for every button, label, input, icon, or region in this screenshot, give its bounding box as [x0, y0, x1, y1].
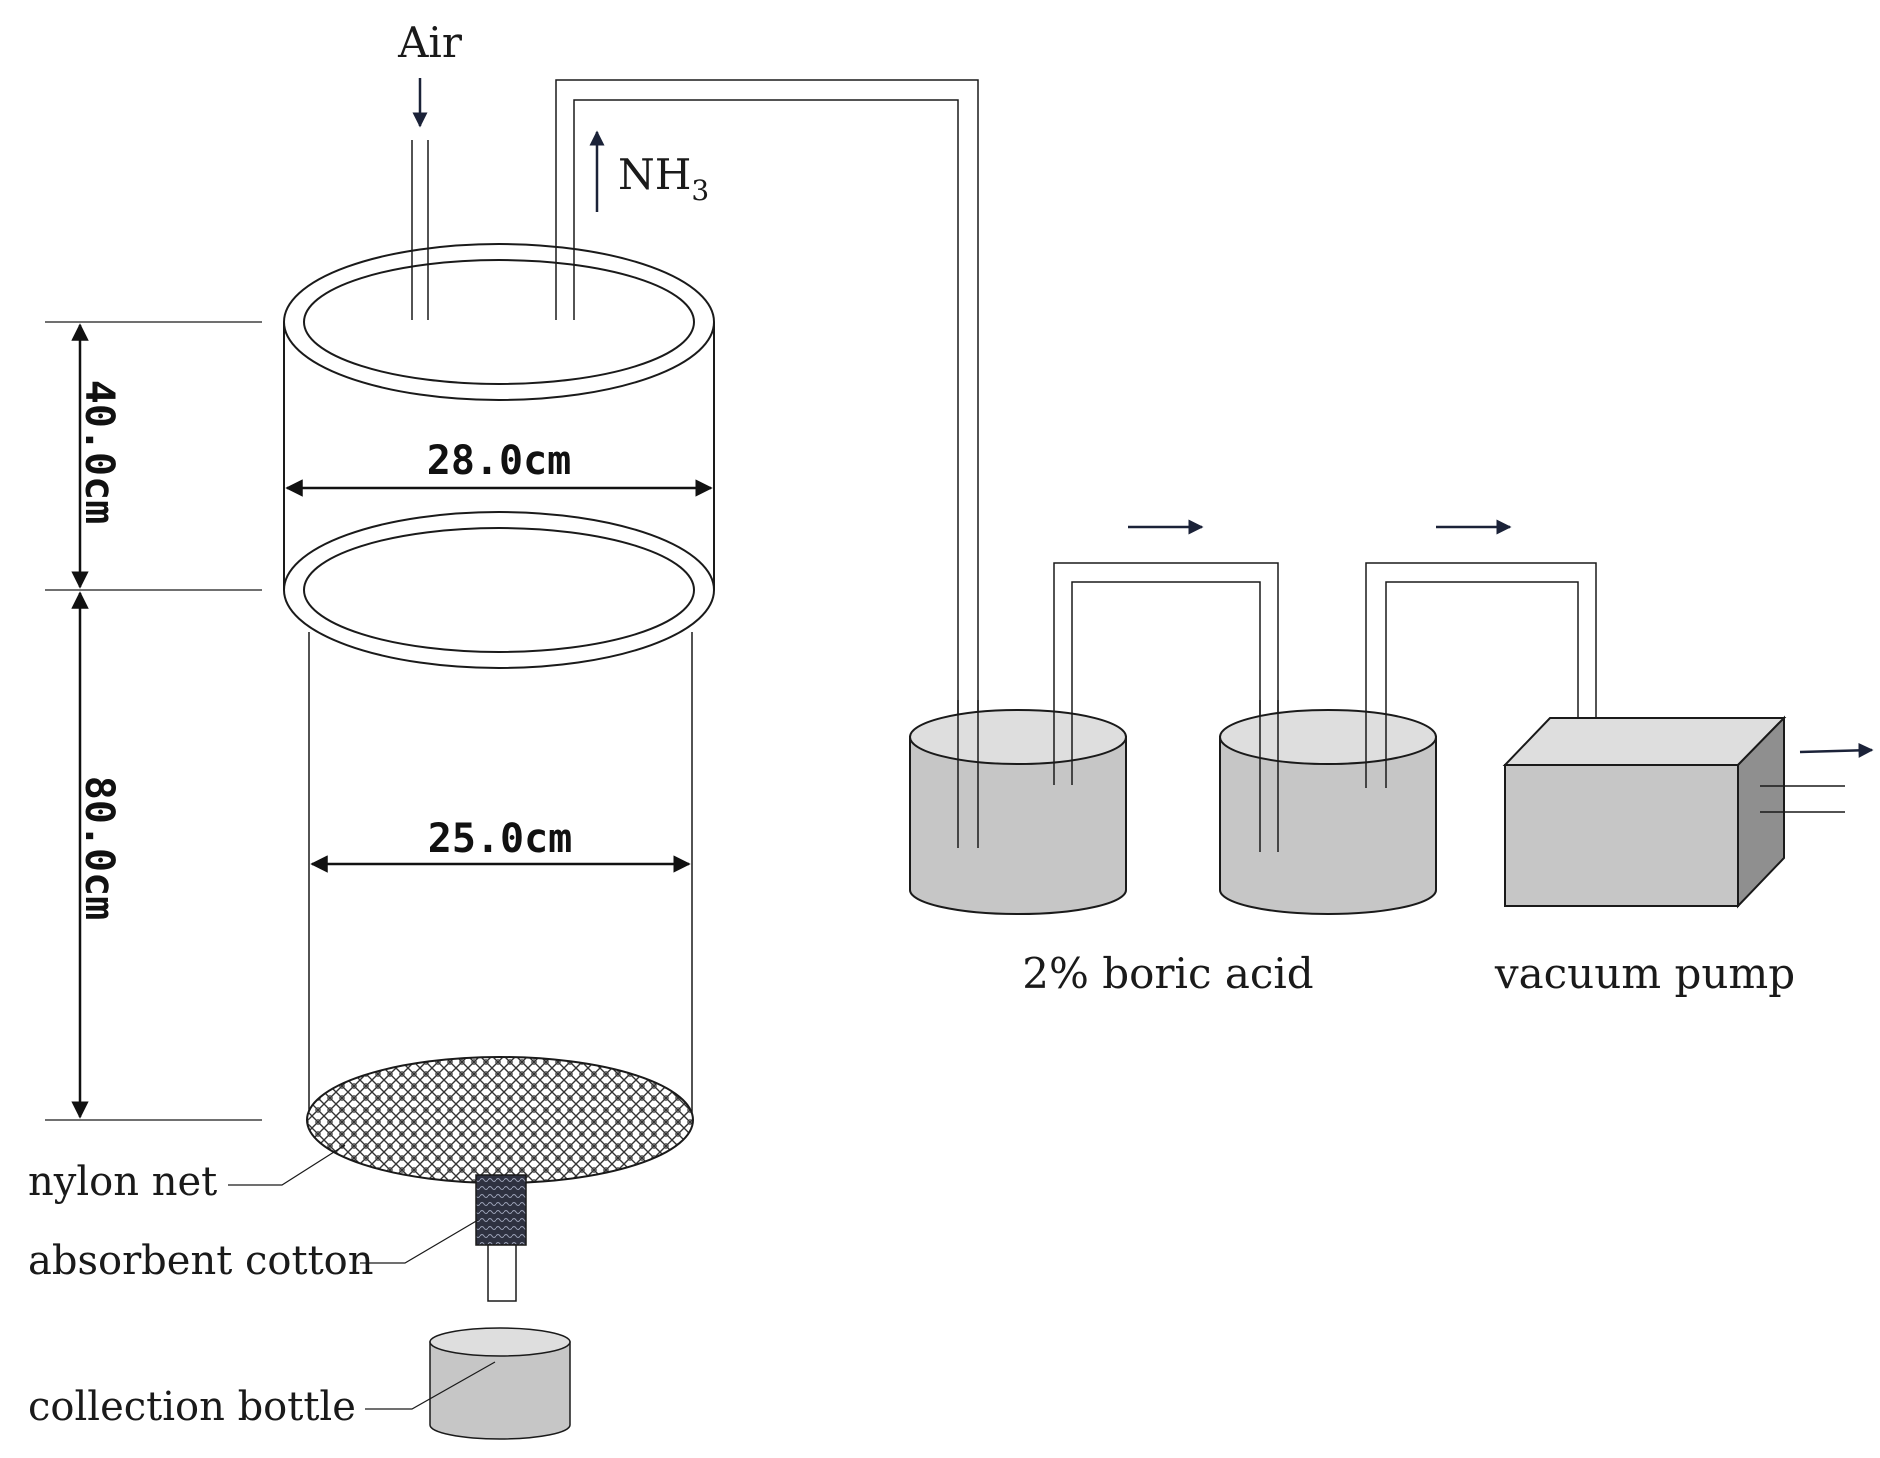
nh3-label-subscript: 3 [691, 174, 709, 207]
absorbent-cotton-label: absorbent cotton [28, 1238, 374, 1284]
boric-acid-bottle-1 [909, 709, 1127, 915]
leader-lines [228, 1144, 496, 1410]
collection-bottle-label: collection bottle [28, 1384, 356, 1430]
bottle-1-inner-tubes [957, 700, 979, 848]
vacuum-pump-box [1502, 715, 1787, 909]
collection-bottle [429, 1327, 571, 1440]
middle-rim [283, 511, 715, 669]
outlet-tube [487, 1244, 517, 1302]
boric-acid-label: 2% boric acid [1022, 949, 1313, 998]
bottle-2-inner-tubes [1259, 700, 1279, 852]
width-bottom-label: 25.0cm [428, 816, 573, 862]
width-top-label: 28.0cm [427, 438, 572, 484]
air-inlet-tube [411, 140, 429, 320]
height-top-label: 40.0cm [76, 380, 122, 525]
upper-cylinder [283, 243, 715, 590]
right-arrow-icon [1799, 742, 1874, 758]
connector-tube-2 [1365, 562, 1597, 788]
nylon-net-mesh [306, 1056, 694, 1184]
pump-outlet-lines [1760, 785, 1845, 813]
nylon-net-label: nylon net [28, 1159, 217, 1205]
nh3-label-main: NH [618, 150, 691, 199]
lower-cylinder [308, 632, 693, 1120]
absorbent-cotton-plug [475, 1174, 527, 1246]
dimension-guides [45, 321, 262, 1121]
boric-acid-bottle-2 [1219, 709, 1437, 915]
nh3-outlet-tube [555, 79, 979, 845]
vacuum-pump-label: vacuum pump [1494, 949, 1795, 998]
nh3-label: NH3 [618, 150, 709, 207]
air-label: Air [397, 18, 463, 67]
height-bottom-label: 80.0cm [76, 776, 122, 921]
